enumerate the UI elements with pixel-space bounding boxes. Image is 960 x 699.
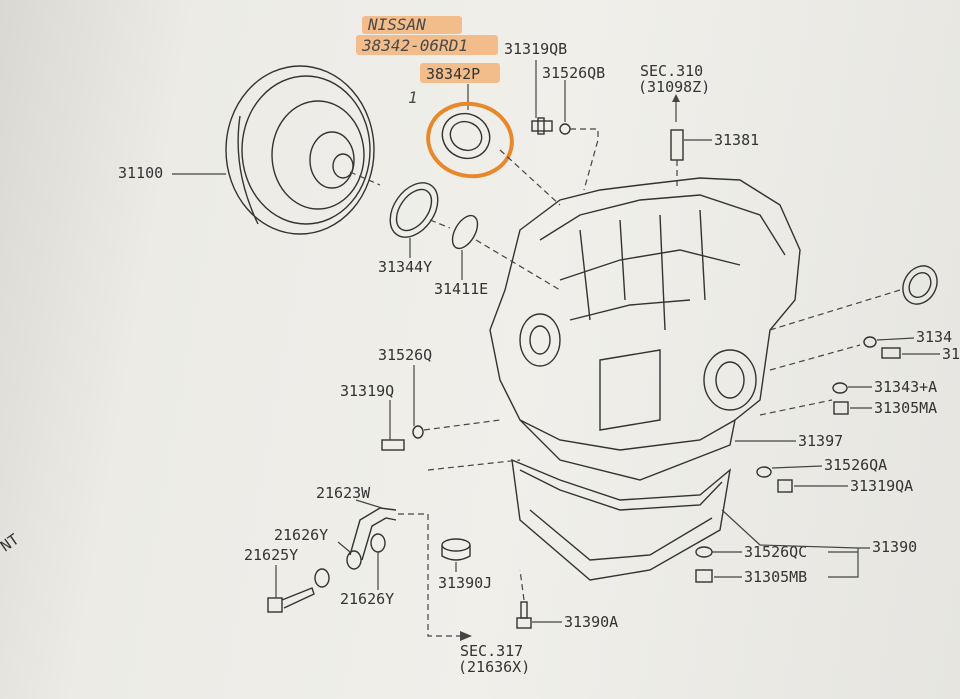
label-31381: 31381 (714, 131, 759, 149)
bolt-31319qb (531, 117, 553, 135)
magnet-31390j (441, 538, 471, 561)
drain-plug-31305mb (695, 569, 713, 583)
label-31319QA: 31319QA (850, 477, 913, 495)
oil-seal-38342p (426, 101, 514, 179)
label-31305MB: 31305MB (744, 568, 807, 586)
label-31305MA: 31305MA (874, 399, 937, 417)
label-sec310: SEC.310 (640, 62, 703, 80)
torque-converter (225, 65, 375, 235)
label-sec317-ref: (21636X) (458, 658, 530, 676)
label-31100: 31100 (118, 164, 163, 182)
edge-fragment-text: NT (0, 530, 22, 555)
label-21623W: 21623W (316, 484, 371, 502)
annotation-highlight-code: 38342P (426, 65, 480, 83)
nut-31305ma (833, 401, 849, 415)
washer-31526qc (695, 546, 713, 558)
annotation-part-number: 38342-06RD1 (361, 36, 468, 55)
annotation-index-number: 1 (408, 88, 418, 107)
washer-21626y-upper (346, 550, 362, 570)
washer-31526qa (756, 466, 772, 478)
bolt-31390a (516, 601, 532, 629)
highlight-brand (362, 16, 462, 34)
oil-seal-right (902, 265, 938, 305)
transmission-case-31397 (489, 177, 801, 481)
label-21626Y-lower: 21626Y (340, 590, 394, 608)
oring-3134 (863, 336, 877, 348)
orange-highlight-circle (426, 101, 514, 179)
label-21626Y-upper: 21626Y (274, 526, 328, 544)
arrow-right-icon (460, 631, 472, 641)
label-31526QA: 31526QA (824, 456, 887, 474)
label-31526Q: 31526Q (378, 346, 432, 364)
label-3134: 3134 (916, 328, 952, 346)
label-21625Y: 21625Y (244, 546, 298, 564)
arrow-up-icon (672, 94, 680, 102)
washer-21626y-lower (370, 533, 386, 553)
label-31: 31 (942, 345, 960, 363)
oring-31344y (389, 182, 439, 238)
label-31397: 31397 (798, 432, 843, 450)
pipe-31381 (670, 129, 684, 161)
label-31526QC: 31526QC (744, 543, 807, 561)
highlight-code (420, 63, 500, 83)
label-31390J: 31390J (438, 574, 492, 592)
label-31319Q: 31319Q (340, 382, 394, 400)
annotation-brand: NISSAN (367, 15, 426, 34)
washer-21626y-small (314, 568, 330, 588)
oil-pan-31390 (511, 458, 732, 581)
label-31343A: 31343+A (874, 378, 937, 396)
washer-31343a (832, 382, 848, 394)
label-31390: 31390 (872, 538, 917, 556)
label-31319QB: 31319QB (504, 40, 567, 58)
bolt-31319qa (777, 479, 793, 493)
label-31526QB: 31526QB (542, 64, 605, 82)
washer-31526q (412, 425, 424, 439)
label-sec310-ref: (31098Z) (638, 78, 710, 96)
label-31390A: 31390A (564, 613, 618, 631)
oring-31411e (451, 214, 479, 250)
hose-21623w (349, 507, 397, 561)
bolt-31 (881, 347, 901, 359)
highlight-part-number (356, 35, 498, 55)
bolt-31319q (381, 439, 405, 451)
label-31344Y: 31344Y (378, 258, 432, 276)
washer-31526qb (559, 123, 571, 135)
label-31411E: 31411E (434, 280, 488, 298)
label-sec317: SEC.317 (460, 642, 523, 660)
bolt-21625y (267, 587, 315, 613)
